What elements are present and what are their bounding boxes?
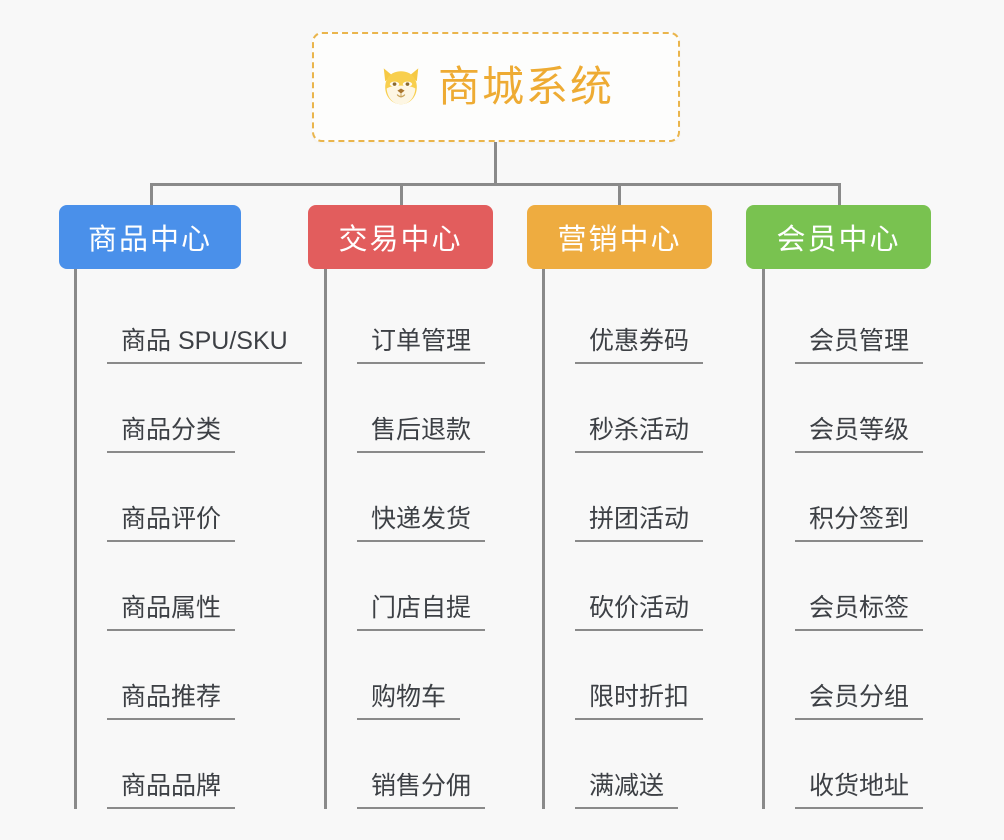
branch-header-2[interactable]: 交易中心	[308, 205, 493, 269]
branch-leaf-list-1: 商品 SPU/SKU 商品分类商品评价商品属性商品推荐商品品牌	[74, 269, 302, 809]
branch-leaf-list-2: 订单管理售后退款快递发货门店自提购物车销售分佣	[324, 269, 493, 809]
leaf-item-label: 商品推荐	[107, 683, 236, 720]
leaf-item[interactable]: 收货地址	[762, 720, 931, 809]
leaf-item-label: 会员等级	[795, 416, 924, 453]
branch-column-3: 营销中心优惠券码秒杀活动拼团活动砍价活动限时折扣满减送	[527, 205, 712, 809]
leaf-item-label: 门店自提	[357, 594, 486, 631]
leaf-item-label: 收货地址	[795, 772, 924, 809]
root-connector-horizontal	[150, 183, 840, 186]
leaf-item[interactable]: 门店自提	[324, 542, 493, 631]
branch-connector-drop-4	[838, 183, 841, 207]
leaf-item-label: 商品属性	[107, 594, 236, 631]
leaf-item[interactable]: 满减送	[542, 720, 712, 809]
shiba-dog-icon	[383, 68, 419, 105]
leaf-item-label: 优惠券码	[575, 327, 704, 364]
leaf-item[interactable]: 会员标签	[762, 542, 931, 631]
leaf-item[interactable]: 拼团活动	[542, 453, 712, 542]
branch-connector-drop-1	[150, 183, 153, 207]
leaf-item[interactable]: 优惠券码	[542, 275, 712, 364]
leaf-item-label: 会员分组	[795, 683, 924, 720]
branch-column-1: 商品中心商品 SPU/SKU 商品分类商品评价商品属性商品推荐商品品牌	[59, 205, 302, 809]
leaf-item[interactable]: 商品品牌	[74, 720, 302, 809]
leaf-item-label: 会员管理	[795, 327, 924, 364]
leaf-item-label: 商品 SPU/SKU	[107, 327, 302, 364]
leaf-item-label: 限时折扣	[575, 683, 704, 720]
leaf-item-label: 购物车	[357, 683, 461, 720]
leaf-item[interactable]: 商品属性	[74, 542, 302, 631]
leaf-item[interactable]: 会员等级	[762, 364, 931, 453]
leaf-item-label: 快递发货	[357, 505, 486, 542]
leaf-item[interactable]: 售后退款	[324, 364, 493, 453]
leaf-item-label: 满减送	[575, 772, 679, 809]
branch-connector-drop-2	[400, 183, 403, 207]
leaf-item-label: 拼团活动	[575, 505, 704, 542]
branch-header-3[interactable]: 营销中心	[527, 205, 712, 269]
leaf-item[interactable]: 砍价活动	[542, 542, 712, 631]
leaf-item[interactable]: 秒杀活动	[542, 364, 712, 453]
branch-leaf-list-3: 优惠券码秒杀活动拼团活动砍价活动限时折扣满减送	[542, 269, 712, 809]
leaf-item[interactable]: 商品推荐	[74, 631, 302, 720]
branch-header-4[interactable]: 会员中心	[746, 205, 931, 269]
leaf-item-label: 商品品牌	[107, 772, 236, 809]
leaf-item-label: 销售分佣	[357, 772, 486, 809]
branch-column-2: 交易中心订单管理售后退款快递发货门店自提购物车销售分佣	[308, 205, 493, 809]
leaf-item[interactable]: 购物车	[324, 631, 493, 720]
leaf-item[interactable]: 订单管理	[324, 275, 493, 364]
leaf-item[interactable]: 积分签到	[762, 453, 931, 542]
branch-connector-drop-3	[618, 183, 621, 207]
leaf-item-label: 售后退款	[357, 416, 486, 453]
root-node[interactable]: 商城系统	[312, 32, 680, 142]
branch-trunk-line-1	[74, 269, 77, 809]
branch-header-1[interactable]: 商品中心	[59, 205, 241, 269]
branch-trunk-line-3	[542, 269, 545, 809]
leaf-item[interactable]: 会员分组	[762, 631, 931, 720]
leaf-item[interactable]: 会员管理	[762, 275, 931, 364]
leaf-item-label: 商品分类	[107, 416, 236, 453]
leaf-item[interactable]: 快递发货	[324, 453, 493, 542]
root-connector-vertical	[494, 142, 497, 184]
root-title: 商城系统	[437, 63, 614, 110]
leaf-item[interactable]: 限时折扣	[542, 631, 712, 720]
leaf-item-label: 积分签到	[795, 505, 924, 542]
leaf-item[interactable]: 商品分类	[74, 364, 302, 453]
leaf-item[interactable]: 商品评价	[74, 453, 302, 542]
branch-trunk-line-2	[324, 269, 327, 809]
branch-trunk-line-4	[762, 269, 765, 809]
branch-leaf-list-4: 会员管理会员等级积分签到会员标签会员分组收货地址	[762, 269, 931, 809]
leaf-item-label: 商品评价	[107, 505, 236, 542]
leaf-item-label: 会员标签	[795, 594, 924, 631]
leaf-item[interactable]: 销售分佣	[324, 720, 493, 809]
leaf-item-label: 秒杀活动	[575, 416, 704, 453]
leaf-item[interactable]: 商品 SPU/SKU	[74, 275, 302, 364]
leaf-item-label: 订单管理	[357, 327, 486, 364]
branch-column-4: 会员中心会员管理会员等级积分签到会员标签会员分组收货地址	[746, 205, 931, 809]
leaf-item-label: 砍价活动	[575, 594, 704, 631]
